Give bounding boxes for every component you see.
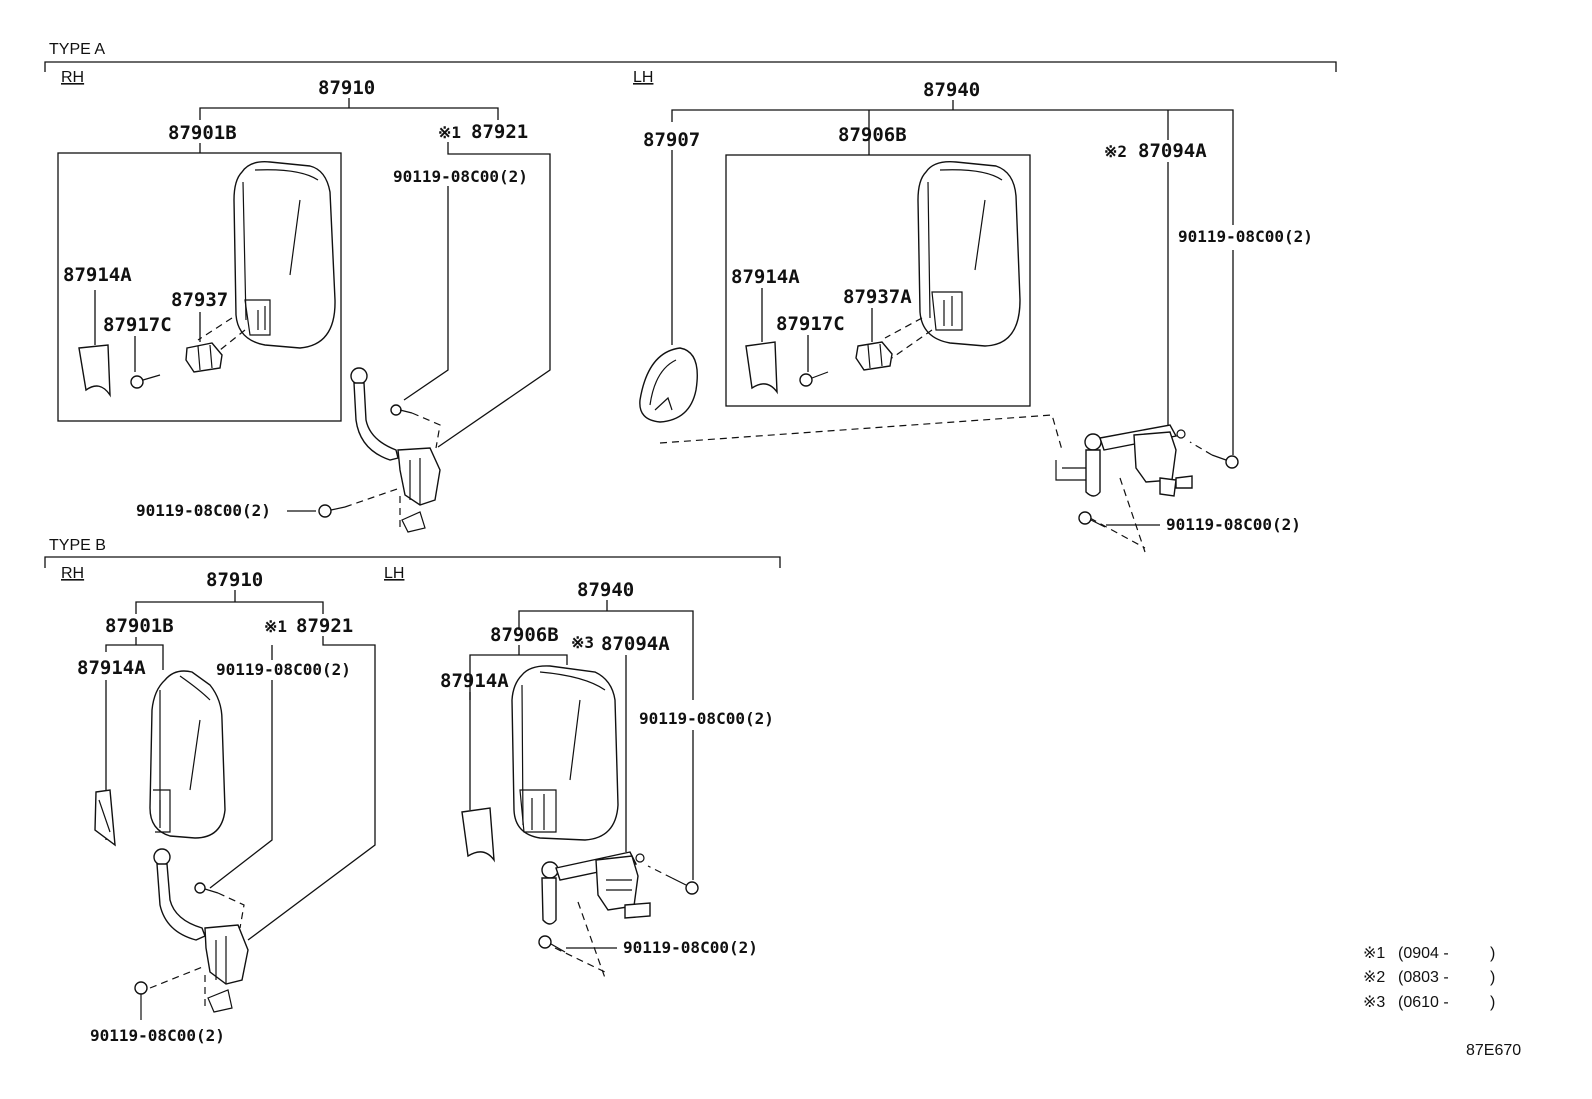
notes: ※1 (0904 - ) ※2 (0803 - ) ※3 (0610 - ) (1363, 945, 1495, 1011)
b-rh-assembly-leader (135, 590, 324, 614)
a-rh-dash-3 (344, 487, 401, 508)
a-lh-lower-bolt[interactable] (1078, 511, 1106, 528)
b-rh-lower-bolt-label[interactable]: 90119-08C00(2) (90, 1026, 225, 1045)
a-lh-dash-3 (1089, 441, 1213, 553)
b-lh-stay-bolt[interactable] (671, 877, 699, 895)
b-lh-mirror-leader (469, 645, 568, 700)
type-b-rh-label: RH (61, 565, 84, 582)
type-b-title: TYPE B (49, 537, 106, 554)
note-1-close: ) (1490, 945, 1495, 962)
a-rh-part-leaders (94, 290, 201, 372)
a-lh-under-mirror[interactable] (639, 347, 698, 423)
a-rh-stay-leaders (403, 142, 551, 448)
b-rh-mirror-label[interactable]: 87901B (105, 615, 174, 637)
a-rh-assembly-leader (199, 98, 499, 120)
a-lh-lower-bolt-label[interactable]: 90119-08C00(2) (1166, 515, 1301, 534)
a-rh-stay-label[interactable]: 87921 (471, 121, 528, 143)
a-rh-screw[interactable] (130, 374, 161, 389)
b-rh-dash (149, 892, 245, 1010)
a-rh-stay[interactable] (350, 367, 441, 533)
b-rh-stay-label[interactable]: 87921 (296, 615, 353, 637)
a-lh-stay[interactable] (1055, 424, 1193, 497)
type-a-title: TYPE A (49, 41, 105, 58)
type-a-rh-label: RH (61, 69, 84, 86)
a-lh-dash-1 (884, 317, 933, 359)
b-lh-cover-label[interactable]: 87914A (440, 670, 509, 692)
b-lh-stay-bolt-label[interactable]: 90119-08C00(2) (639, 709, 774, 728)
note-1-mark: ※1 (1363, 945, 1385, 962)
a-lh-cover-label[interactable]: 87914A (731, 266, 800, 288)
a-lh-cover[interactable] (745, 341, 778, 395)
a-lh-holder-label[interactable]: 87937A (843, 286, 912, 308)
a-lh-screw[interactable] (799, 371, 829, 387)
a-lh-under-mirror-label[interactable]: 87907 (643, 129, 700, 151)
a-lh-assembly-label[interactable]: 87940 (923, 79, 980, 101)
a-lh-stay-bolt[interactable] (1211, 454, 1239, 469)
a-rh-mirror-head[interactable] (233, 161, 336, 349)
a-rh-stay-bolt-label[interactable]: 90119-08C00(2) (393, 167, 528, 186)
a-lh-mirror-head[interactable] (917, 161, 1021, 347)
a-rh-dash-2 (399, 412, 441, 528)
b-rh-cover[interactable] (94, 789, 116, 847)
b-rh-lower-bolt[interactable] (134, 981, 148, 1020)
type-b-lh-label: LH (384, 565, 404, 582)
a-rh-stay-mark: ※1 (438, 123, 461, 142)
type-b-bracket (44, 556, 781, 568)
note-2-close: ) (1490, 969, 1495, 986)
a-lh-part-leaders (761, 288, 873, 372)
a-lh-dash-2 (659, 414, 1063, 451)
a-lh-holder[interactable] (855, 341, 893, 371)
b-lh-assembly-leader (518, 600, 694, 700)
b-lh-mirror-head[interactable] (511, 665, 619, 841)
a-rh-lower-bolt[interactable] (318, 504, 346, 518)
a-lh-stay-mark: ※2 (1104, 142, 1127, 161)
a-rh-mirror-label[interactable]: 87901B (168, 122, 237, 144)
a-rh-stay-bolt[interactable] (390, 404, 413, 416)
type-a-lh-label: LH (633, 69, 653, 86)
b-lh-stay[interactable] (541, 851, 651, 925)
a-rh-lower-bolt-label[interactable]: 90119-08C00(2) (136, 501, 271, 520)
b-rh-mirror-head[interactable] (149, 670, 226, 839)
figure-code: 87E670 (1466, 1042, 1521, 1059)
note-3-close: ) (1490, 994, 1495, 1011)
note-1-text: (0904 - (1398, 945, 1449, 962)
a-rh-screw-label[interactable]: 87917C (103, 314, 172, 336)
a-lh-screw-label[interactable]: 87917C (776, 313, 845, 335)
b-lh-mirror-label[interactable]: 87906B (490, 624, 559, 646)
b-lh-stay-mark: ※3 (571, 633, 594, 652)
a-lh-mirror-label[interactable]: 87906B (838, 124, 907, 146)
b-lh-stay-label[interactable]: 87094A (601, 633, 670, 655)
a-lh-stay-bolt-label[interactable]: 90119-08C00(2) (1178, 227, 1313, 246)
b-rh-stay-mark: ※1 (264, 617, 287, 636)
b-rh-stay[interactable] (153, 848, 249, 1013)
a-rh-holder-label[interactable]: 87937 (171, 289, 228, 311)
b-lh-lower-bolt[interactable] (538, 935, 566, 953)
b-lh-assembly-label[interactable]: 87940 (577, 579, 634, 601)
note-3-text: (0610 - (1398, 994, 1449, 1011)
a-rh-cover-label[interactable]: 87914A (63, 264, 132, 286)
type-a-bracket (44, 61, 1337, 72)
b-lh-cover[interactable] (461, 807, 495, 863)
b-rh-assembly-label[interactable]: 87910 (206, 569, 263, 591)
b-rh-cover-label[interactable]: 87914A (77, 657, 146, 679)
b-lh-dash (554, 865, 673, 979)
note-2-mark: ※2 (1363, 969, 1385, 986)
a-lh-assembly-leader (671, 100, 1234, 122)
note-2-text: (0803 - (1398, 969, 1449, 986)
a-rh-holder[interactable] (185, 342, 223, 373)
a-rh-mirror-box (57, 152, 342, 422)
note-3-mark: ※3 (1363, 994, 1385, 1011)
b-rh-stay-leaders (209, 636, 376, 941)
a-lh-mirror-box (725, 154, 1031, 407)
b-rh-stay-bolt-label[interactable]: 90119-08C00(2) (216, 660, 351, 679)
a-lh-stay-label[interactable]: 87094A (1138, 140, 1207, 162)
a-rh-assembly-label[interactable]: 87910 (318, 77, 375, 99)
a-rh-cover[interactable] (78, 344, 111, 398)
b-rh-stay-bolt[interactable] (194, 882, 219, 894)
b-lh-lower-bolt-label[interactable]: 90119-08C00(2) (623, 938, 758, 957)
